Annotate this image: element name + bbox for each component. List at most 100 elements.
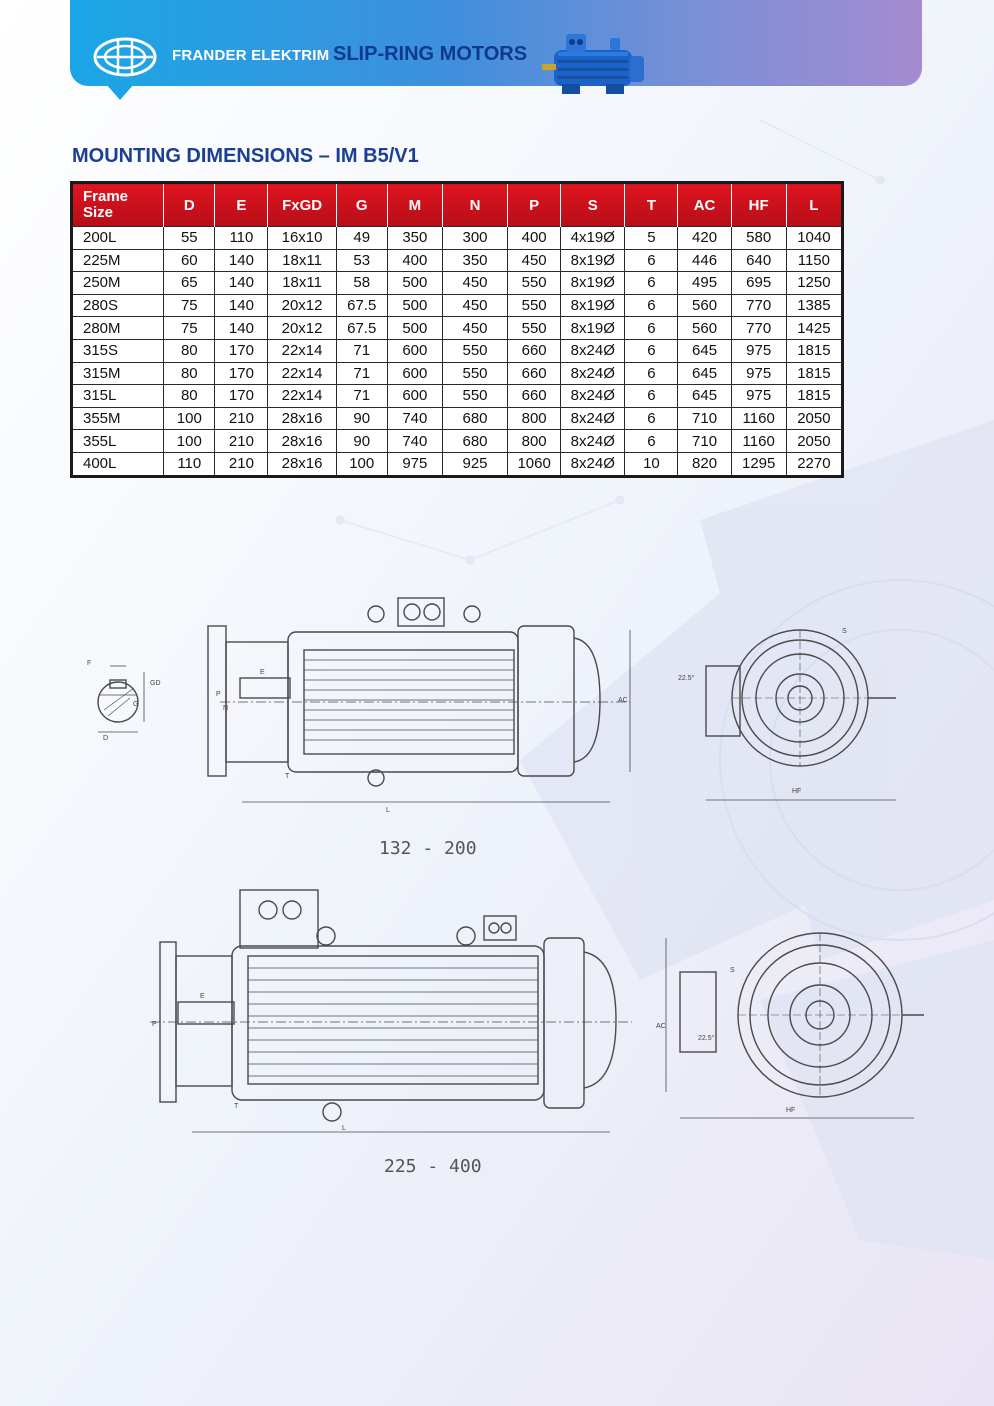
table-cell: 400 xyxy=(386,248,443,273)
label-ac: AC xyxy=(618,697,628,704)
table-cell: 28x16 xyxy=(267,429,337,453)
table-cell: 210 xyxy=(214,406,269,431)
table-cell: 210 xyxy=(214,429,269,453)
table-cell: 560 xyxy=(677,316,732,340)
label-l-large: L xyxy=(342,1125,346,1132)
table-cell: 16x10 xyxy=(267,226,337,250)
label-p-large: P xyxy=(152,1021,157,1028)
table-cell: 8x24Ø xyxy=(560,406,626,431)
table-cell: 2270 xyxy=(785,451,844,477)
table-cell: 18x11 xyxy=(267,271,337,295)
table-cell: 90 xyxy=(335,429,388,453)
table-cell: 6 xyxy=(624,361,679,386)
table-cell: 6 xyxy=(624,406,679,431)
table-cell: 500 xyxy=(386,293,443,318)
table-cell: 680 xyxy=(441,429,509,453)
table-cell: 4x19Ø xyxy=(560,226,626,250)
table-cell: 800 xyxy=(507,429,562,453)
table-cell: 450 xyxy=(441,316,509,340)
table-cell: 446 xyxy=(677,248,732,273)
table-cell: 140 xyxy=(214,316,269,340)
frame-size-cell: 250M xyxy=(70,271,165,295)
table-cell: 58 xyxy=(335,271,388,295)
table-cell: 645 xyxy=(677,338,732,363)
table-cell: 18x11 xyxy=(267,248,337,273)
label-ac-large: AC xyxy=(656,1023,666,1030)
table-cell: 140 xyxy=(214,293,269,318)
label-angle-large: 22.5° xyxy=(698,1034,715,1042)
table-cell: 770 xyxy=(730,316,787,340)
table-cell: 495 xyxy=(677,271,732,295)
table-cell: 1150 xyxy=(785,248,844,273)
table-cell: 640 xyxy=(730,248,787,273)
table-cell: 110 xyxy=(214,226,269,250)
table-cell: 22x14 xyxy=(267,338,337,363)
table-cell: 710 xyxy=(677,429,732,453)
caption-small-frames: 132 - 200 xyxy=(379,838,477,859)
table-cell: 680 xyxy=(441,406,509,431)
header-d: D xyxy=(163,182,215,227)
table-cell: 210 xyxy=(214,451,269,477)
frame-size-cell: 225M xyxy=(70,248,165,273)
table-cell: 1040 xyxy=(785,226,844,250)
header-fxgd: FxGD xyxy=(267,182,337,227)
table-cell: 6 xyxy=(624,271,679,295)
frame-size-cell: 200L xyxy=(70,226,165,250)
side-view-large: E T L P xyxy=(150,889,632,1133)
frame-size-cell: 400L xyxy=(70,451,165,477)
table-cell: 6 xyxy=(624,316,679,340)
table-cell: 22x14 xyxy=(267,361,337,386)
table-cell: 80 xyxy=(163,338,216,363)
table-cell: 1160 xyxy=(730,406,787,431)
table-cell: 110 xyxy=(163,451,216,477)
table-cell: 740 xyxy=(386,429,443,453)
label-t: T xyxy=(285,773,290,780)
table-cell: 1425 xyxy=(785,316,844,340)
table-cell: 80 xyxy=(163,361,216,386)
table-cell: 140 xyxy=(214,248,269,273)
header-g: G xyxy=(335,182,388,227)
table-cell: 6 xyxy=(624,384,679,408)
header-ac: AC xyxy=(677,182,732,227)
dimensions-table: Frame Size D E FxGD G M N P S T AC HF L … xyxy=(70,181,844,478)
label-t-large: T xyxy=(234,1103,239,1110)
table-cell: 660 xyxy=(507,361,562,386)
table-cell: 450 xyxy=(441,293,509,318)
table-cell: 660 xyxy=(507,338,562,363)
frame-size-cell: 315L xyxy=(70,384,165,408)
table-cell: 71 xyxy=(335,338,388,363)
table-cell: 71 xyxy=(335,361,388,386)
table-cell: 800 xyxy=(507,406,562,431)
table-cell: 8x19Ø xyxy=(560,316,626,340)
table-cell: 580 xyxy=(730,226,787,250)
table-cell: 975 xyxy=(730,338,787,363)
table-cell: 600 xyxy=(386,338,443,363)
table-cell: 350 xyxy=(386,226,443,250)
drawing-frame-225-400: E T L P HF AC 22.5° S xyxy=(150,889,924,1133)
table-cell: 65 xyxy=(163,271,216,295)
table-cell: 170 xyxy=(214,361,269,386)
label-d: D xyxy=(103,735,108,742)
table-cell: 550 xyxy=(441,384,509,408)
table-cell: 5 xyxy=(624,226,679,250)
header-frame-size: Frame Size xyxy=(71,182,164,227)
table-cell: 8x19Ø xyxy=(560,271,626,295)
table-cell: 450 xyxy=(507,248,562,273)
label-hf-large: HF xyxy=(786,1107,795,1114)
table-cell: 100 xyxy=(335,451,388,477)
table-cell: 22x14 xyxy=(267,384,337,408)
side-view-small: E T L P N AC xyxy=(207,597,631,814)
frame-size-cell: 315M xyxy=(70,361,165,386)
header-m: M xyxy=(386,182,443,227)
table-cell: 600 xyxy=(386,384,443,408)
label-hf: HF xyxy=(792,788,801,795)
table-cell: 560 xyxy=(677,293,732,318)
